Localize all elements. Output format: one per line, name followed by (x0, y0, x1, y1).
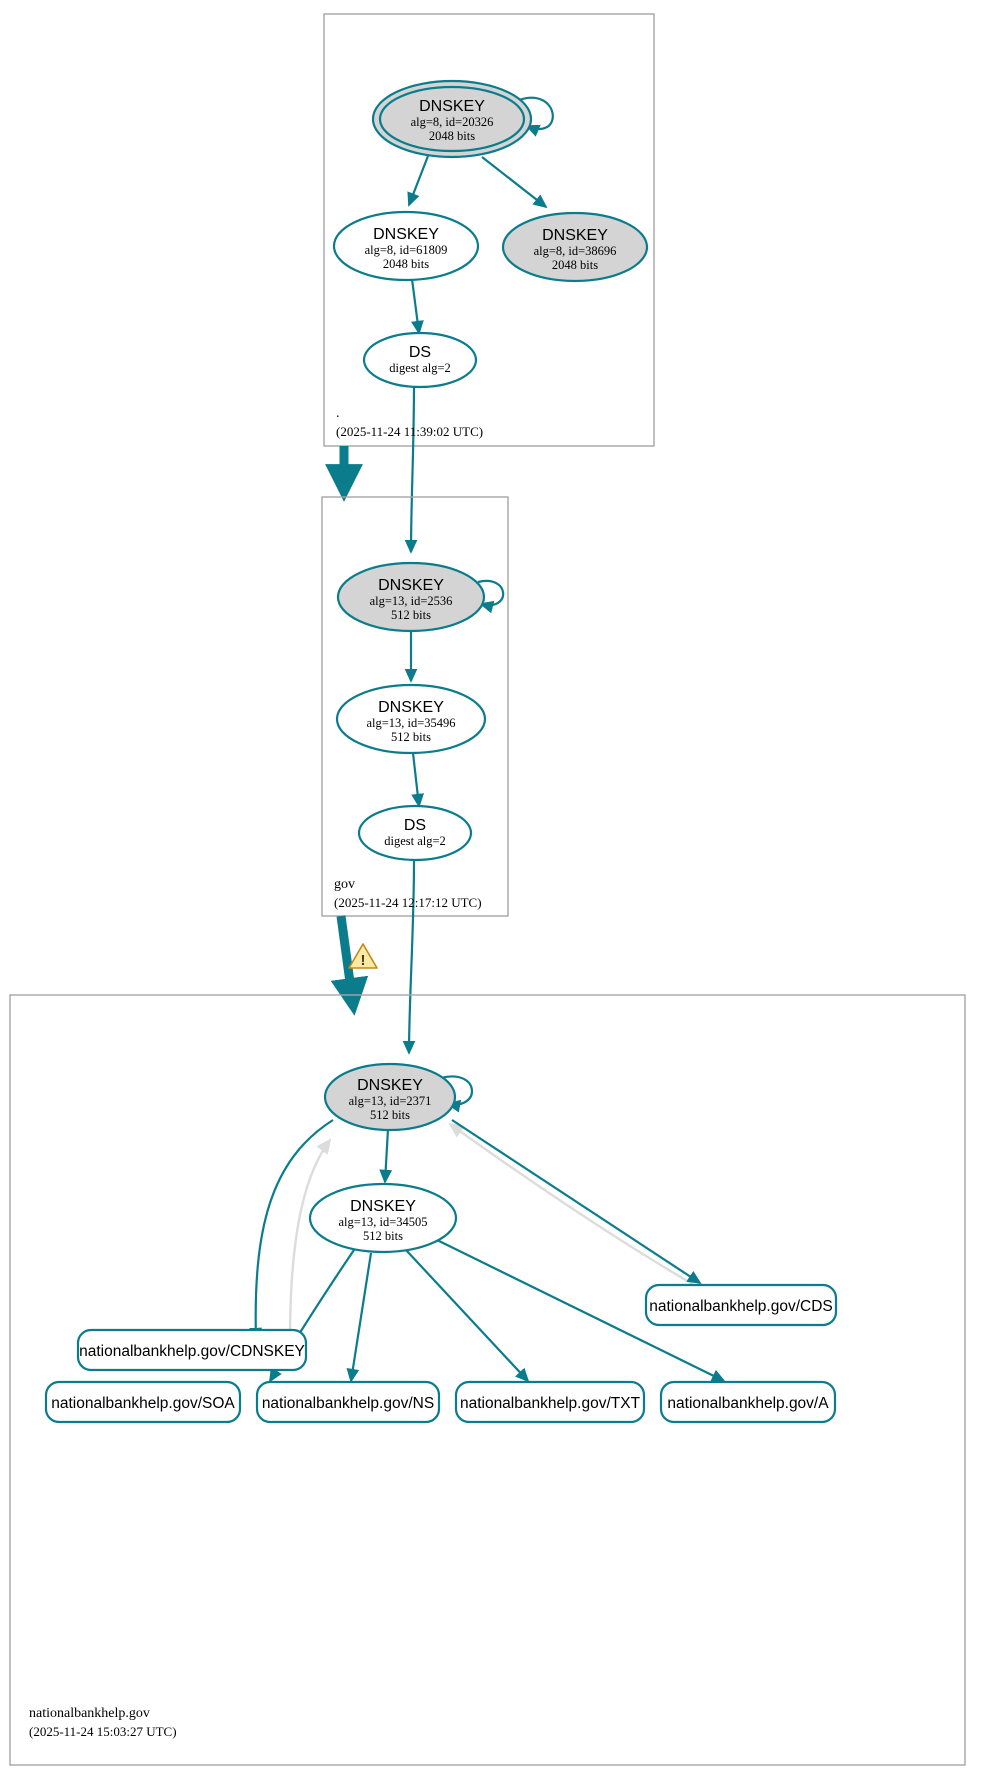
edge-cds-to-ksk-insecure (448, 1122, 695, 1287)
rrset-soa-label: nationalbankhelp.gov/SOA (51, 1395, 235, 1412)
edge-root-ksk-to-key38696 (481, 156, 548, 209)
node-root-ds-ellipse (362, 331, 478, 389)
node-gov-zsk-35496-bits: 512 bits (391, 730, 431, 744)
node-root-key-38696[interactable]: DNSKEY alg=8, id=38696 2048 bits (501, 211, 649, 283)
node-nbh-zsk-34505-title: DNSKEY (350, 1198, 416, 1215)
node-root-ksk-bits: 2048 bits (429, 129, 475, 143)
rrset-cdnskey-box (76, 1328, 308, 1372)
zone-gov: DNSKEY alg=13, id=2536 512 bits DNSKEY a… (321, 496, 509, 1055)
node-gov-ksk-2536-bits: 512 bits (391, 608, 431, 622)
node-root-ds-digest: digest alg=2 (389, 361, 451, 375)
node-root-key-38696-title: DNSKEY (542, 227, 608, 244)
rrset-cds-label: nationalbankhelp.gov/CDS (649, 1298, 833, 1315)
node-nbh-zsk-34505-alg-id: alg=13, id=34505 (338, 1215, 427, 1229)
node-gov-ds[interactable]: DS digest alg=2 (357, 804, 473, 862)
edge-nbh-ksk-to-cdnskey (249, 1119, 334, 1342)
node-nbh-zsk-34505[interactable]: DNSKEY alg=13, id=34505 512 bits (308, 1182, 458, 1254)
node-gov-ksk-2536-ellipse (336, 561, 486, 633)
node-gov-ds-digest: digest alg=2 (384, 834, 446, 848)
zone-root-label: . (336, 406, 340, 421)
rrset-ns-label: nationalbankhelp.gov/NS (262, 1395, 434, 1412)
rrset-cds-box (644, 1283, 838, 1327)
node-nbh-ksk-2371-ellipse (323, 1062, 457, 1132)
zone-gov-label: gov (334, 877, 355, 892)
node-root-key-38696-bits: 2048 bits (552, 258, 598, 272)
zone-root-border (323, 13, 655, 447)
node-gov-zsk-35496-title: DNSKEY (378, 699, 444, 716)
edge-nbh-zsk-to-a (436, 1239, 726, 1382)
rrset-soa[interactable]: nationalbankhelp.gov/SOA (44, 1380, 242, 1424)
node-gov-zsk-35496-alg-id: alg=13, id=35496 (366, 716, 455, 730)
edge-nbh-ksk-to-zsk (379, 1128, 393, 1184)
edge-nbh-ksk-to-cds (451, 1119, 702, 1285)
rrset-a-label: nationalbankhelp.gov/A (667, 1395, 829, 1412)
node-root-ksk-title: DNSKEY (419, 98, 485, 115)
node-root-zsk-61809[interactable]: DNSKEY alg=8, id=61809 2048 bits (332, 210, 480, 282)
node-root-ksk[interactable]: DNSKEY alg=8, id=20326 2048 bits (371, 79, 533, 159)
warning-exclamation: ! (361, 952, 366, 969)
warning-triangle-shape (348, 943, 378, 969)
node-nbh-ksk-2371-bits: 512 bits (370, 1108, 410, 1122)
edge-gov-zsk-to-ds (411, 752, 425, 808)
node-gov-zsk-35496[interactable]: DNSKEY alg=13, id=35496 512 bits (335, 683, 487, 755)
zone-nbh-timestamp: (2025-11-24 15:03:27 UTC) (29, 1724, 177, 1739)
node-nbh-ksk-2371-title: DNSKEY (357, 1077, 423, 1094)
node-root-ksk-alg-id: alg=8, id=20326 (411, 115, 494, 129)
rrset-txt-box (454, 1380, 646, 1424)
node-gov-ds-ellipse (357, 804, 473, 862)
node-root-ds-title: DS (409, 344, 431, 361)
zone-gov-timestamp: (2025-11-24 12:17:12 UTC) (334, 895, 482, 910)
edge-cdnskey-to-ksk-insecure (288, 1138, 332, 1342)
edge-root-ksk-self-sign (518, 96, 554, 137)
node-root-key-38696-ellipse (501, 211, 649, 283)
node-nbh-ksk-2371[interactable]: DNSKEY alg=13, id=2371 512 bits (323, 1062, 457, 1132)
node-gov-zsk-35496-ellipse (335, 683, 487, 755)
node-gov-ksk-2536-alg-id: alg=13, id=2536 (370, 594, 453, 608)
rrset-ns[interactable]: nationalbankhelp.gov/NS (255, 1380, 441, 1424)
rrset-txt[interactable]: nationalbankhelp.gov/TXT (454, 1380, 646, 1424)
delegation-edge-gov-nbh (330, 915, 369, 1016)
warning-triangle-icon[interactable]: ! (348, 943, 378, 969)
zone-nbh-border (9, 994, 966, 1766)
node-root-zsk-61809-ellipse (332, 210, 480, 282)
zone-root: DNSKEY alg=8, id=20326 2048 bits DNSKEY … (323, 13, 655, 554)
node-gov-ksk-2536[interactable]: DNSKEY alg=13, id=2536 512 bits (336, 561, 486, 633)
rrset-soa-box (44, 1380, 242, 1424)
node-root-ksk-ellipse (378, 85, 526, 153)
node-root-key-38696-alg-id: alg=8, id=38696 (534, 244, 617, 258)
zone-nbh-label: nationalbankhelp.gov (29, 1706, 150, 1721)
node-root-ds[interactable]: DS digest alg=2 (362, 331, 478, 389)
zone-root-timestamp: (2025-11-24 11:39:02 UTC) (336, 424, 483, 439)
edge-nbh-zsk-to-txt (405, 1249, 530, 1383)
rrset-a-box (659, 1380, 837, 1424)
rrset-cds[interactable]: nationalbankhelp.gov/CDS (644, 1283, 838, 1327)
edge-root-ds-to-gov-dnskey (404, 381, 418, 554)
rrset-cdnskey-label: nationalbankhelp.gov/CDNSKEY (79, 1343, 305, 1360)
edge-nbh-ksk-self-sign (440, 1075, 474, 1113)
node-gov-ksk-2536-title: DNSKEY (378, 577, 444, 594)
edge-gov-ksk-self-sign (477, 579, 505, 614)
edge-root-ksk-to-zsk61809 (407, 155, 430, 207)
zone-gov-border (321, 496, 509, 917)
node-gov-ds-title: DS (404, 817, 426, 834)
edge-gov-ds-to-nbh-dnskey (402, 860, 416, 1055)
node-root-zsk-61809-alg-id: alg=8, id=61809 (365, 243, 448, 257)
edge-nbh-zsk-to-ns (346, 1252, 373, 1383)
rrset-cdnskey[interactable]: nationalbankhelp.gov/CDNSKEY (76, 1328, 308, 1372)
node-root-zsk-61809-title: DNSKEY (373, 226, 439, 243)
edge-root-zsk-to-ds (410, 278, 424, 335)
node-nbh-zsk-34505-bits: 512 bits (363, 1229, 403, 1243)
node-nbh-ksk-2371-alg-id: alg=13, id=2371 (349, 1094, 432, 1108)
node-root-zsk-61809-bits: 2048 bits (383, 257, 429, 271)
rrset-ns-box (255, 1380, 441, 1424)
zone-nationalbankhelp: DNSKEY alg=13, id=2371 512 bits DNSKEY a… (9, 994, 966, 1766)
node-nbh-zsk-34505-ellipse (308, 1182, 458, 1254)
rrset-a[interactable]: nationalbankhelp.gov/A (659, 1380, 837, 1424)
rrset-txt-label: nationalbankhelp.gov/TXT (460, 1395, 641, 1412)
